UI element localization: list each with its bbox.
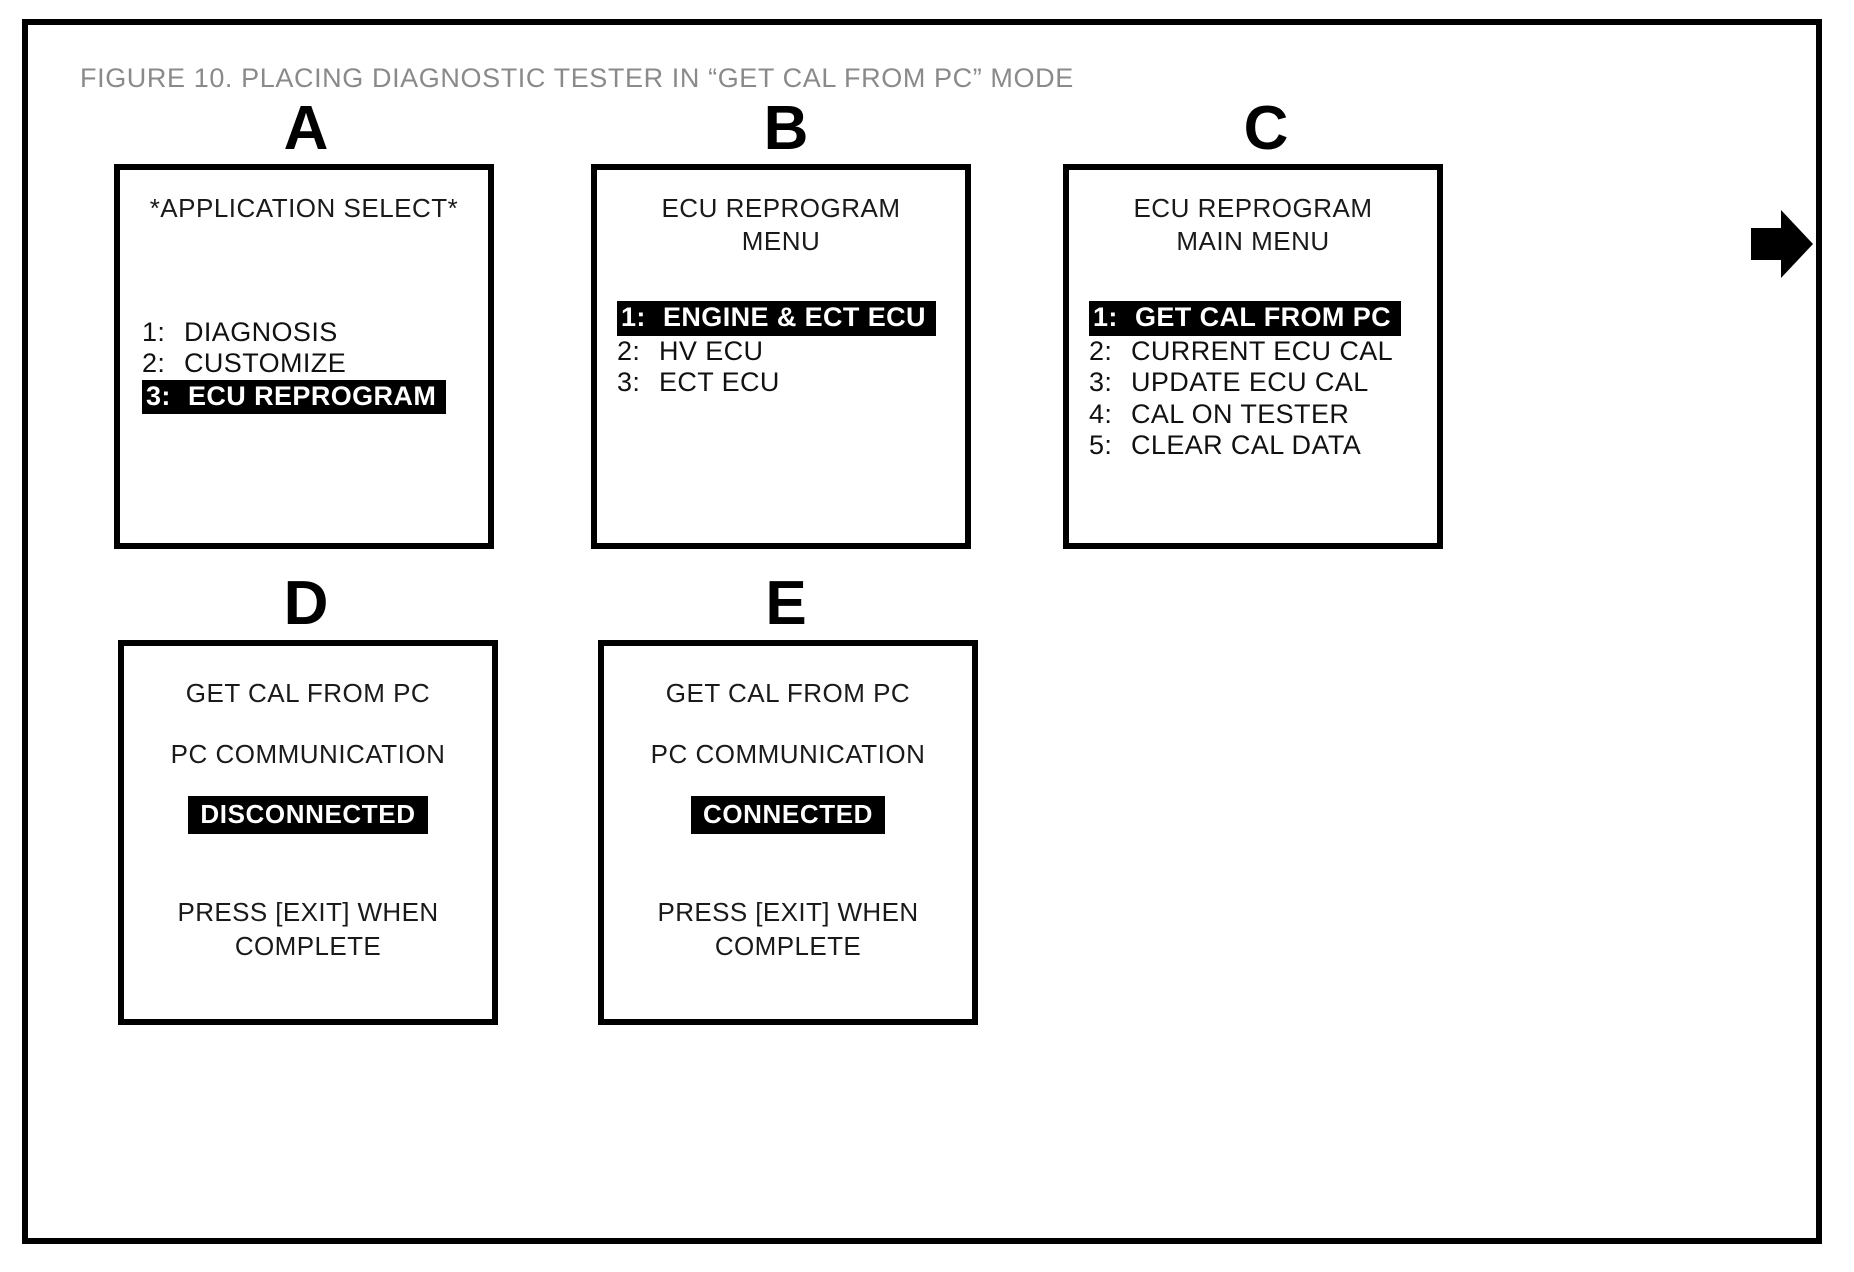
menu-item-c-4[interactable]: 4: CAL ON TESTER (1089, 399, 1437, 431)
menu-item-a-3[interactable]: 3: ECU REPROGRAM (142, 379, 488, 415)
menu-item-b-3[interactable]: 3: ECT ECU (617, 367, 965, 399)
menu-item-a-1-number: 1: (142, 316, 166, 347)
status-badge-connected: CONNECTED (690, 796, 886, 834)
menu-item-a-2-label: CUSTOMIZE (184, 348, 347, 379)
screen-d-title: GET CAL FROM PC (185, 678, 431, 708)
menu-item-b-2-label: HV ECU (659, 335, 764, 366)
menu-item-c-1-label: GET CAL FROM PC (1135, 302, 1392, 332)
screen-b-menu: 1: ENGINE & ECT ECU 2: HV ECU 3: ECT ECU (597, 301, 965, 399)
screen-b-title: ECU REPROGRAM MENU (661, 193, 901, 256)
screen-d-status-wrap: DISCONNECTED (124, 796, 492, 834)
menu-item-c-2[interactable]: 2: CURRENT ECU CAL (1089, 336, 1437, 368)
menu-item-c-1[interactable]: 1: GET CAL FROM PC (1089, 301, 1437, 336)
menu-item-c-5-label: CLEAR CAL DATA (1131, 430, 1362, 461)
menu-item-a-2-number: 2: (142, 348, 166, 379)
menu-item-c-4-number: 4: (1089, 398, 1113, 429)
menu-item-c-4-label: CAL ON TESTER (1131, 398, 1350, 429)
screen-c-title: ECU REPROGRAM MAIN MENU (1133, 193, 1373, 256)
figure-frame: FIGURE 10. PLACING DIAGNOSTIC TESTER IN … (22, 19, 1822, 1244)
menu-item-a-3-number: 3: (146, 380, 171, 411)
menu-item-c-5[interactable]: 5: CLEAR CAL DATA (1089, 430, 1437, 462)
screen-panel-a: *APPLICATION SELECT* 1: DIAGNOSIS 2: CUSTO… (114, 164, 494, 549)
screen-panel-c: ECU REPROGRAM MAIN MENU 1: GET CAL FROM P… (1063, 164, 1443, 549)
menu-item-b-1-number: 1: (621, 302, 646, 332)
status-badge-disconnected: DISCONNECTED (188, 796, 428, 834)
panel-letter-b: B (763, 94, 809, 163)
screen-panel-d: GET CAL FROM PC PC COMMUNICATION DISCONN… (118, 640, 498, 1025)
menu-item-b-1[interactable]: 1: ENGINE & ECT ECU (617, 301, 965, 336)
screen-e-title: GET CAL FROM PC (665, 678, 911, 708)
screen-e-status-wrap: CONNECTED (604, 796, 972, 834)
screen-a-title: *APPLICATION SELECT* (149, 193, 459, 223)
menu-item-b-3-number: 3: (617, 367, 641, 398)
panel-letter-e: E (765, 569, 807, 638)
screen-panel-e: GET CAL FROM PC PC COMMUNICATION CONNECT… (598, 640, 978, 1025)
arrow-c-to-next-icon (1751, 208, 1813, 280)
menu-item-c-1-number: 1: (1093, 302, 1118, 332)
panel-letter-c: C (1243, 94, 1289, 163)
panel-letter-a: A (283, 94, 329, 163)
menu-item-b-2[interactable]: 2: HV ECU (617, 336, 965, 368)
screen-d-subtitle: PC COMMUNICATION (170, 739, 446, 769)
menu-item-c-3[interactable]: 3: UPDATE ECU CAL (1089, 367, 1437, 399)
panel-letter-d: D (283, 569, 329, 638)
menu-item-b-2-number: 2: (617, 335, 641, 366)
screen-e-footer: PRESS [EXIT] WHEN COMPLETE (657, 897, 919, 961)
menu-item-b-1-highlight: 1: ENGINE & ECT ECU (617, 301, 936, 336)
menu-item-a-3-highlight: 3: ECU REPROGRAM (142, 379, 447, 415)
menu-item-c-2-label: CURRENT ECU CAL (1131, 335, 1394, 366)
menu-item-a-1-label: DIAGNOSIS (184, 316, 338, 347)
menu-item-c-2-number: 2: (1089, 335, 1113, 366)
menu-item-a-2[interactable]: 2: CUSTOMIZE (142, 348, 488, 380)
menu-item-c-3-label: UPDATE ECU CAL (1131, 367, 1369, 398)
screen-c-menu: 1: GET CAL FROM PC 2: CURRENT ECU CAL 3: UP… (1069, 301, 1437, 462)
screen-panel-b: ECU REPROGRAM MENU 1: ENGINE & ECT ECU 2:… (591, 164, 971, 549)
menu-item-a-1[interactable]: 1: DIAGNOSIS (142, 317, 488, 349)
menu-item-a-3-label: ECU REPROGRAM (188, 380, 437, 411)
menu-item-b-3-label: ECT ECU (659, 367, 780, 398)
menu-item-b-1-label: ENGINE & ECT ECU (663, 302, 926, 332)
screen-a-menu: 1: DIAGNOSIS 2: CUSTOMIZE 3: ECU REPROGRAM (120, 317, 488, 415)
menu-item-c-5-number: 5: (1089, 430, 1113, 461)
menu-item-c-1-highlight: 1: GET CAL FROM PC (1089, 301, 1402, 336)
menu-item-c-3-number: 3: (1089, 367, 1113, 398)
screen-d-footer: PRESS [EXIT] WHEN COMPLETE (177, 897, 439, 961)
figure-title: FIGURE 10. PLACING DIAGNOSTIC TESTER IN … (80, 63, 1074, 93)
screen-e-subtitle: PC COMMUNICATION (650, 739, 926, 769)
